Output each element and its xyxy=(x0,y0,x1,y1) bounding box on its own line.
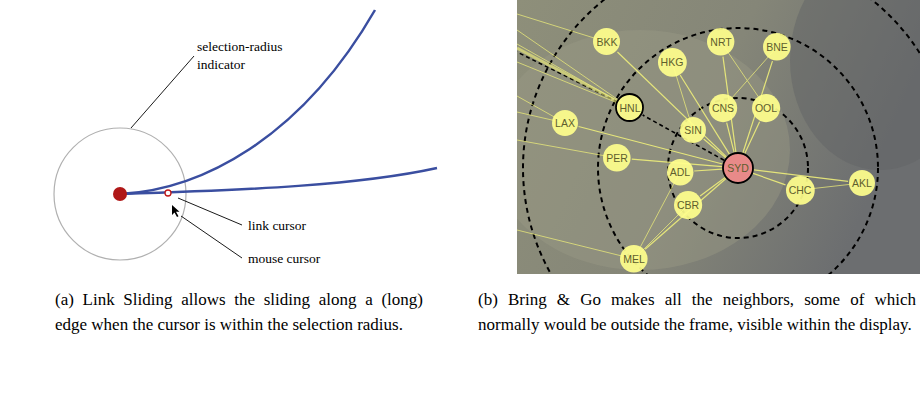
link-cursor-marker xyxy=(165,190,171,196)
airport-code: BNE xyxy=(766,42,788,53)
airport-code: HNL xyxy=(619,103,640,114)
node-circle-shape xyxy=(667,159,693,185)
node-circle-shape xyxy=(786,176,815,205)
node-circle-shape xyxy=(680,117,706,143)
airport-code: CBR xyxy=(677,200,699,211)
airport-node: PER xyxy=(602,143,632,173)
airport-code: HKG xyxy=(661,57,684,68)
node-circle-shape xyxy=(552,110,578,136)
airport-node: BNE xyxy=(762,32,792,62)
node-circle-shape xyxy=(616,94,643,121)
airport-node: CBR xyxy=(673,190,703,220)
airport-node: AKL xyxy=(848,169,876,197)
airport-code: OOL xyxy=(755,103,777,114)
airport-node: CHC xyxy=(785,175,816,206)
leader-line xyxy=(131,56,194,128)
airport-node: ADL xyxy=(666,158,694,186)
airport-code: NRT xyxy=(710,37,731,48)
route-line xyxy=(700,178,725,197)
node-circle-shape xyxy=(603,144,631,172)
airport-node: BKK xyxy=(592,27,621,56)
route-line xyxy=(645,179,726,250)
airport-code: CHC xyxy=(789,185,812,196)
airport-code: MEL xyxy=(623,254,645,265)
focus-airport-node: SYD xyxy=(722,152,754,184)
airport-code: BKK xyxy=(596,37,617,48)
node-circle-shape xyxy=(763,33,791,61)
airport-node: HKG xyxy=(657,47,688,78)
node-circle-shape xyxy=(752,94,780,122)
airport-code: LAX xyxy=(555,118,575,129)
mouse-cursor-icon xyxy=(172,205,180,217)
airport-node: CNS xyxy=(708,93,738,123)
selection-radius-circle xyxy=(54,128,186,260)
airport-node: MEL xyxy=(619,244,649,274)
figure-caption: (a) Link Sliding allows the sliding alon… xyxy=(55,288,423,337)
callout-label: link cursor xyxy=(248,217,368,235)
leader-line xyxy=(181,216,242,258)
callout-label: mouse cursor xyxy=(248,250,368,268)
node-circle-shape xyxy=(709,94,737,122)
node-circle-shape xyxy=(593,28,620,55)
route-line xyxy=(753,173,785,185)
airport-node: HNL xyxy=(615,93,644,122)
airport-code: SIN xyxy=(684,125,702,136)
map-background xyxy=(517,0,920,274)
route-line xyxy=(694,169,722,171)
link-sliding-figure xyxy=(54,10,437,260)
node-circle-shape xyxy=(674,191,702,219)
route-line xyxy=(704,139,726,158)
airport-node: SIN xyxy=(679,116,707,144)
airport-code: AKL xyxy=(852,178,872,189)
airport-node: LAX xyxy=(551,109,579,137)
node-circle-shape xyxy=(707,28,734,55)
airport-node: NRT xyxy=(706,27,735,56)
airport-code: PER xyxy=(606,153,628,164)
node-circle-shape xyxy=(849,170,875,196)
edge-curve xyxy=(120,10,375,194)
node-dot xyxy=(113,187,127,201)
airport-node: OOL xyxy=(751,93,781,123)
node-circle-shape xyxy=(658,48,687,77)
node-circle-shape xyxy=(723,153,753,183)
airport-code: ADL xyxy=(670,167,690,178)
airport-code: CNS xyxy=(712,103,734,114)
route-line xyxy=(745,122,760,154)
callout-label: selection-radius indicator xyxy=(197,38,307,73)
airport-code: SYD xyxy=(727,163,749,174)
node-circle-shape xyxy=(620,245,648,273)
figure-caption: (b) Bring & Go makes all the neighbors, … xyxy=(478,288,916,337)
route-line xyxy=(727,123,734,153)
